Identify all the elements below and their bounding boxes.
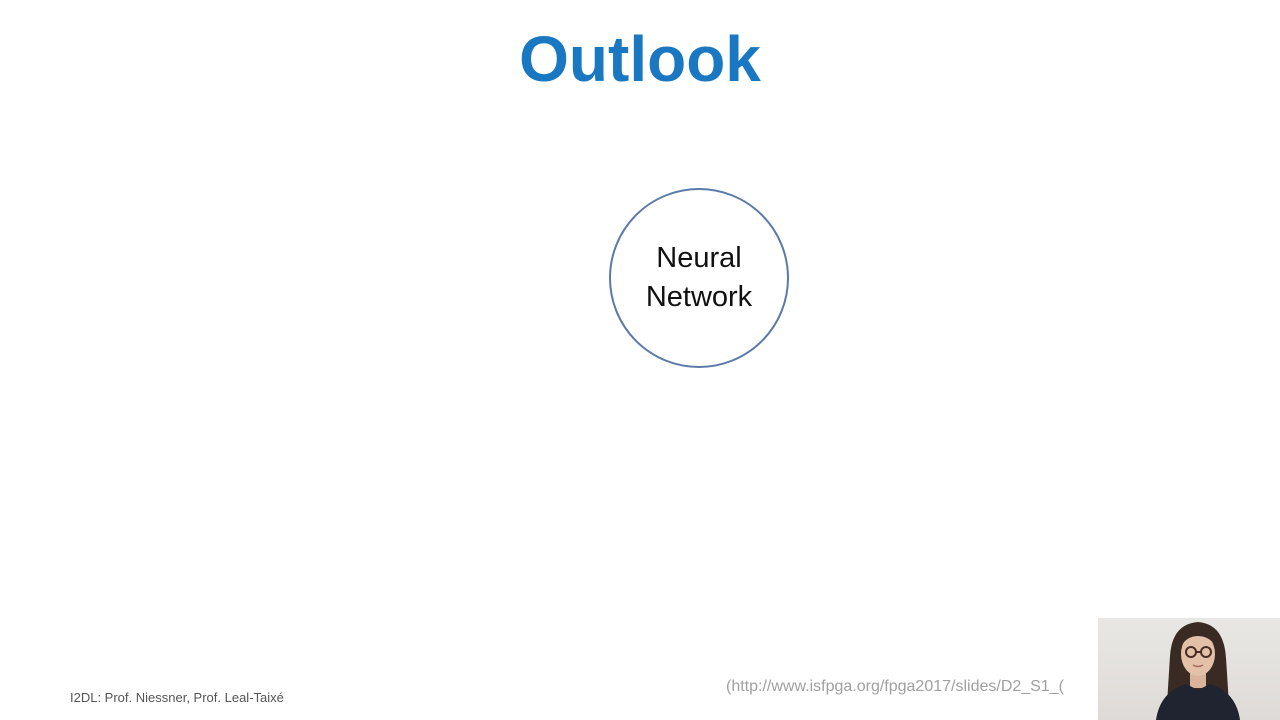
footer-credit: I2DL: Prof. Niessner, Prof. Leal-Taixé	[70, 690, 284, 705]
node-label: Neural Network	[624, 239, 774, 317]
presenter-video-icon	[1156, 622, 1240, 720]
node-label-line1: Neural	[656, 242, 742, 274]
source-link[interactable]: (http://www.isfpga.org/fpga2017/slides/D…	[726, 678, 1064, 695]
node-label-line2: Network	[645, 281, 753, 313]
presenter-video	[1098, 618, 1280, 720]
neural-network-node: Neural Network	[609, 188, 789, 368]
slide-title: Outlook	[519, 23, 761, 95]
